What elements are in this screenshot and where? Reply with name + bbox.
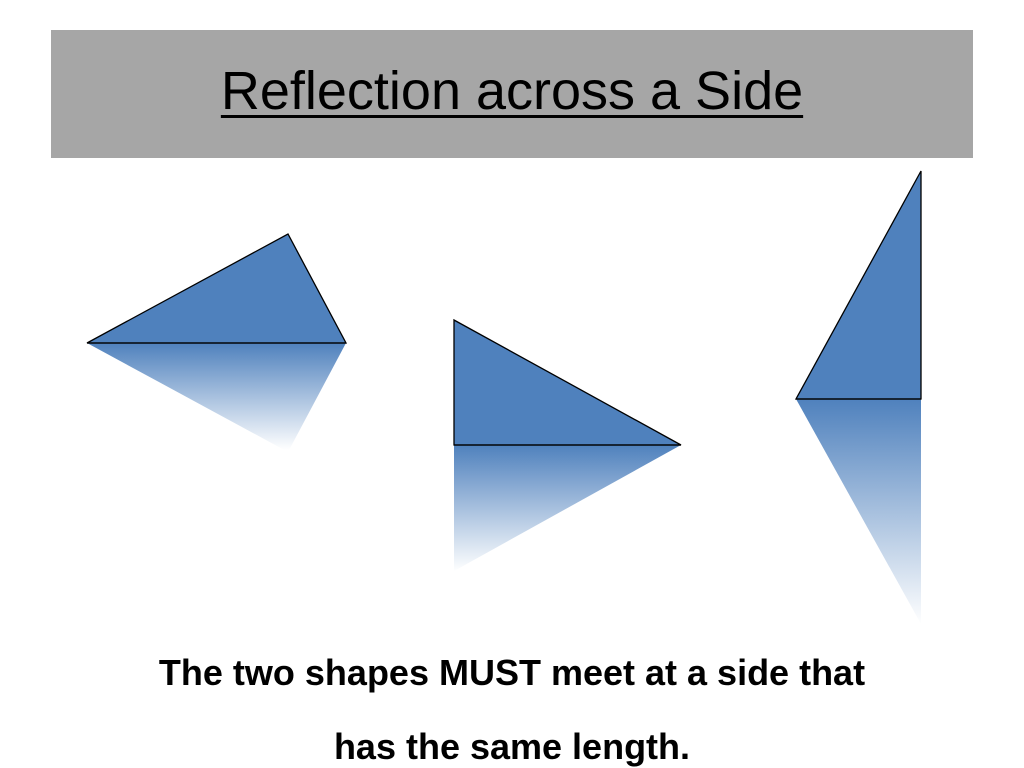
caption-line-2: has the same length.: [333, 726, 691, 767]
example-3-reflected-triangle: [796, 399, 921, 624]
example-1-reflected-triangle: [87, 343, 346, 452]
example-2-reflected-triangle: [454, 445, 681, 571]
example-3-original-triangle: [794, 170, 922, 400]
example-1-figure: [86, 233, 348, 452]
title-band: Reflection across a Side: [51, 30, 973, 158]
example-1-original-triangle: [86, 233, 348, 344]
slide-caption: The two shapes MUST meet at a side that …: [0, 636, 1024, 768]
example-2-figure: [453, 318, 682, 571]
example-2-original-triangle: [453, 318, 682, 446]
example-3-figure: [794, 170, 922, 624]
slide-title: Reflection across a Side: [220, 61, 804, 121]
caption-line-1: The two shapes MUST meet at a side that: [158, 652, 866, 693]
